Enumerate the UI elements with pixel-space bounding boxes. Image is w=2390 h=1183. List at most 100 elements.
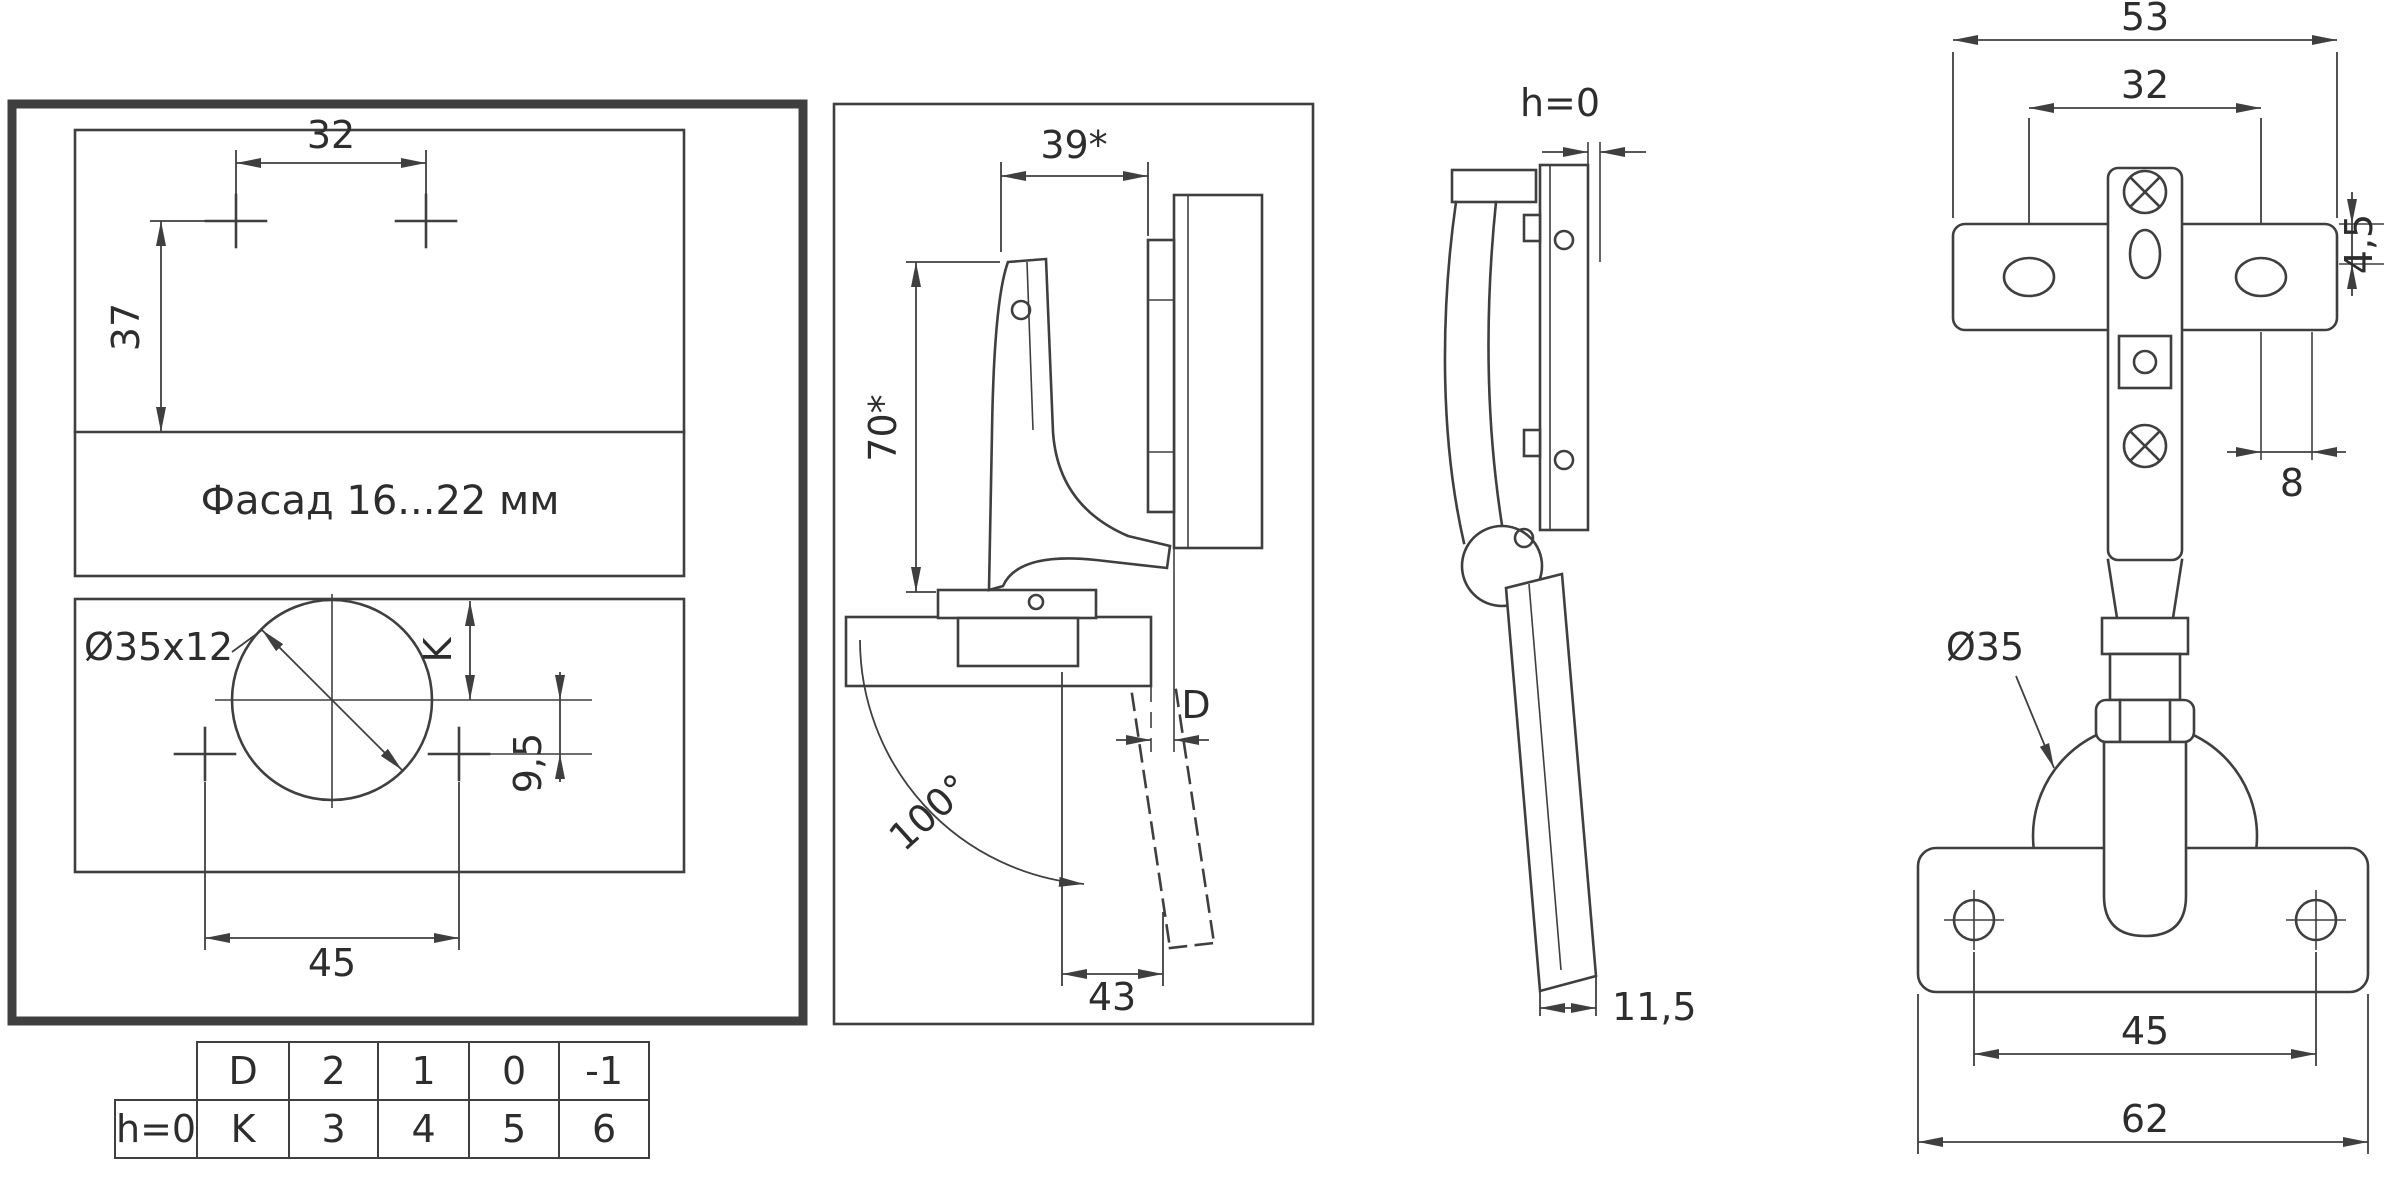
opening-angle-arc <box>859 639 1085 887</box>
arm-outer-profile <box>1443 200 1466 545</box>
arm-screw <box>1010 299 1032 321</box>
cup-diameter-arrow <box>261 629 403 771</box>
cup-screw-cross-right <box>427 726 491 782</box>
dim-43 <box>1061 672 1164 986</box>
dim-11-5 <box>1539 976 1597 1016</box>
wing-slot-left <box>2002 256 2056 298</box>
arm-cap-profile <box>1450 168 1538 204</box>
cam-circle <box>2132 349 2158 375</box>
wing-slot-right <box>2234 256 2288 298</box>
screw-hole-cross-right <box>394 193 458 249</box>
dim-32 <box>235 150 427 195</box>
dim-4-5 <box>2339 192 2384 296</box>
hinge-pivot <box>1027 593 1045 611</box>
side-section-panel: 39* 70* D 100° 43 <box>832 102 1315 1026</box>
cup-hole-label: Ø35x12 <box>84 625 233 669</box>
cup-label-leader <box>231 629 263 653</box>
plate-column <box>2106 166 2184 562</box>
plate-screw-top <box>1553 229 1575 251</box>
table-cell: K <box>196 1099 291 1159</box>
dim-45-front <box>1973 952 2317 1066</box>
cup-diameter-label: Ø35 <box>1946 625 2024 669</box>
arm-inner-profile <box>1487 200 1504 527</box>
dim-37 <box>150 220 206 432</box>
front-view-panel: 53 32 4,5 <box>1916 0 2384 1154</box>
joint-block-1 <box>2100 616 2190 656</box>
knuckle <box>2094 698 2196 744</box>
mounting-plate-section <box>1146 238 1176 514</box>
table-cell: 0 <box>468 1041 561 1101</box>
arm-detail-line <box>1026 261 1034 431</box>
cup-screw-cross-left <box>173 726 237 782</box>
plate-hook-top <box>1522 213 1542 243</box>
screw-hole-cross-left <box>204 193 268 249</box>
flange-hole-right <box>2286 890 2346 950</box>
dim-k-label: K <box>416 636 460 662</box>
cup-hole-circle <box>230 598 434 802</box>
table-cell: 4 <box>377 1099 471 1159</box>
table-corner-label: h=0 <box>113 1099 199 1159</box>
arm-front-lower <box>2102 740 2188 938</box>
dim-9-5-label: 9,5 <box>506 733 550 793</box>
dim-8-label: 8 <box>2280 461 2304 505</box>
dim-62 <box>1917 994 2369 1154</box>
panel2-border <box>832 102 1315 1026</box>
dim-45-front-label: 45 <box>2121 1009 2169 1053</box>
plate-screw-bottom <box>1553 449 1575 471</box>
cup-body-section <box>956 616 1080 668</box>
table-cell: 6 <box>558 1099 651 1159</box>
phillips-screw-top <box>2122 169 2168 215</box>
arm-taper-right <box>2171 558 2184 620</box>
dim-32-front-label: 32 <box>2121 63 2169 107</box>
table-cell: 1 <box>377 1041 471 1101</box>
dim-45-label: 45 <box>308 941 356 985</box>
table-cell: -1 <box>558 1041 651 1101</box>
facade-label: Фасад 16...22 мм <box>201 478 560 524</box>
joint-block-2 <box>2108 652 2182 702</box>
profile-view-panel: h=0 11,5 <box>1443 81 1697 1029</box>
dim-62-label: 62 <box>2121 1097 2169 1141</box>
table-cell: 5 <box>468 1099 561 1159</box>
arm-taper-left <box>2106 558 2119 620</box>
flange-hole-left <box>1944 890 2004 950</box>
opening-angle-label: 100° <box>881 765 978 859</box>
dim-8 <box>2227 332 2346 460</box>
cup-flange-section <box>936 588 1098 620</box>
dim-70-label: 70* <box>861 394 905 461</box>
table-corner-empty <box>115 1042 197 1100</box>
table-cell: 3 <box>288 1099 380 1159</box>
dim-h0-label: h=0 <box>1520 81 1600 125</box>
door-face-rect <box>73 128 686 578</box>
plate-hook-bottom <box>1522 428 1542 458</box>
dim-4-5-label: 4,5 <box>2337 214 2381 274</box>
dim-d-label: D <box>1181 683 1210 727</box>
table-cell: 2 <box>288 1041 380 1101</box>
dim-43-label: 43 <box>1088 975 1136 1019</box>
plate-profile <box>1538 163 1590 532</box>
hinge-arm-section <box>987 257 1172 592</box>
pivot-profile <box>1513 527 1535 549</box>
dim-39-label: 39* <box>1040 123 1107 167</box>
phillips-screw-bottom <box>2122 423 2168 469</box>
cup-area-rect <box>73 597 686 874</box>
cup-diameter-leader <box>2015 675 2055 769</box>
column-slot <box>2128 228 2162 280</box>
dim-h0 <box>1542 142 1646 262</box>
table-row-k: h=0 K 3 4 5 6 <box>113 1099 651 1159</box>
door-open-dashed <box>1130 688 1216 950</box>
table-row-d: D 2 1 0 -1 <box>115 1041 651 1101</box>
dim-70 <box>906 261 1000 593</box>
panel1-outer-border <box>7 99 808 1026</box>
dim-53-label: 53 <box>2121 0 2169 39</box>
dim-45 <box>204 782 460 950</box>
door-leaf-inner-line <box>1528 583 1562 971</box>
cam-square <box>2117 334 2173 390</box>
door-leaf-profile <box>1504 572 1598 993</box>
drilling-template-panel: Фасад 16...22 мм 32 37 <box>7 99 808 1026</box>
table-cell: D <box>196 1041 291 1101</box>
dim-11-5-label: 11,5 <box>1612 985 1697 1029</box>
dim-53 <box>1952 35 2338 218</box>
dim-37-label: 37 <box>104 303 148 351</box>
